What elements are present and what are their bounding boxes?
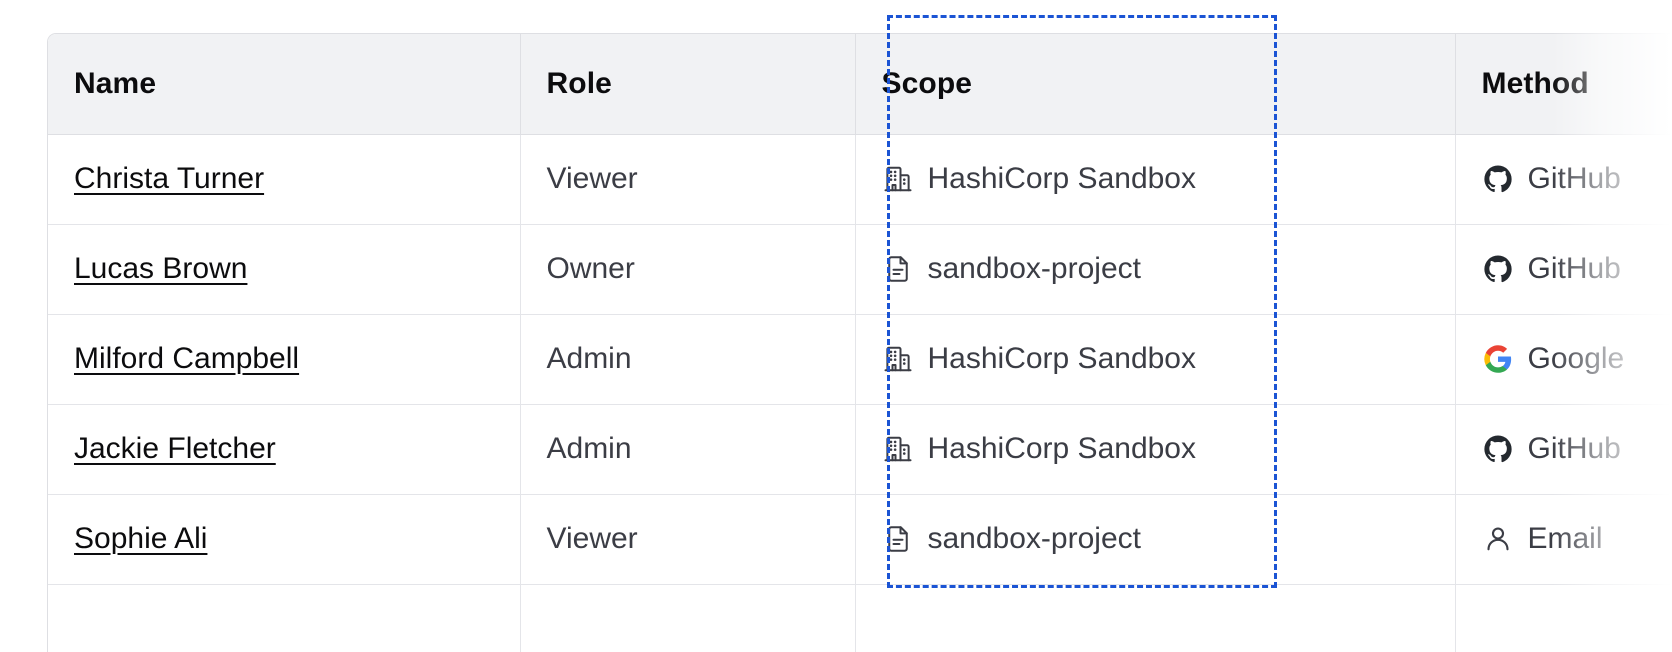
scope-label: HashiCorp Sandbox xyxy=(927,342,1197,375)
method-value-group: GitHub xyxy=(1482,433,1672,465)
column-header-method[interactable]: Method xyxy=(1455,34,1672,135)
column-header-scope[interactable]: Scope xyxy=(855,34,1456,135)
project-document-icon xyxy=(882,523,914,555)
method-label: GitHub xyxy=(1527,162,1621,195)
user-name-link[interactable]: Lucas Brown xyxy=(74,252,248,285)
method-label: GitHub xyxy=(1527,252,1621,285)
scope-value-group: HashiCorp Sandbox xyxy=(882,433,1455,465)
cell-scope: sandbox-project xyxy=(855,224,1456,315)
cell-method: GitHub xyxy=(1455,134,1672,225)
github-icon xyxy=(1482,433,1514,465)
scope-label: sandbox-project xyxy=(927,522,1141,555)
method-label: GitHub xyxy=(1527,432,1621,465)
cell-scope xyxy=(855,584,1456,652)
cell-name: Christa Turner xyxy=(48,134,521,225)
organization-building-icon xyxy=(882,163,914,195)
cell-name: Milford Campbell xyxy=(48,314,521,405)
table-row[interactable]: Milford Campbell Admin HashiCorp Sandbox Go… xyxy=(48,314,1672,405)
scope-value-group: sandbox-project xyxy=(882,253,1455,285)
cell-role: Owner xyxy=(520,224,856,315)
user-name-link[interactable]: Christa Turner xyxy=(74,162,265,195)
cell-role: Viewer xyxy=(520,134,856,225)
cell-method: Google xyxy=(1455,314,1672,405)
cell-name: Jackie Fletcher xyxy=(48,404,521,495)
table-header-row: Name Role Scope Method xyxy=(48,34,1672,135)
scope-label: sandbox-project xyxy=(927,252,1141,285)
scope-value-group: HashiCorp Sandbox xyxy=(882,343,1455,375)
method-value-group: GitHub xyxy=(1482,163,1672,195)
cell-name xyxy=(48,584,521,652)
cell-role: Admin xyxy=(520,404,856,495)
user-name-link[interactable]: Milford Campbell xyxy=(74,342,300,375)
cell-name: Sophie Ali xyxy=(48,494,521,585)
table-row[interactable]: Sophie Ali Viewer sandbox-project Email xyxy=(48,494,1672,585)
cell-name: Lucas Brown xyxy=(48,224,521,315)
cell-method: Email xyxy=(1455,494,1672,585)
table-header: Name Role Scope Method xyxy=(48,34,1672,135)
organization-building-icon xyxy=(882,343,914,375)
role-value: Viewer xyxy=(546,522,638,555)
cell-scope: sandbox-project xyxy=(855,494,1456,585)
role-value: Owner xyxy=(546,252,635,285)
google-icon xyxy=(1482,343,1514,375)
role-value: Viewer xyxy=(546,162,638,195)
role-value: Admin xyxy=(546,342,632,375)
method-label: Google xyxy=(1527,342,1625,375)
cell-method xyxy=(1455,584,1672,652)
cell-role: Admin xyxy=(520,314,856,405)
table-row[interactable]: Lucas Brown Owner sandbox-project GitHub xyxy=(48,224,1672,315)
cell-scope: HashiCorp Sandbox xyxy=(855,134,1456,225)
role-value: Admin xyxy=(546,432,632,465)
scope-value-group: HashiCorp Sandbox xyxy=(882,163,1455,195)
user-name-link[interactable]: Jackie Fletcher xyxy=(74,432,276,465)
cell-scope: HashiCorp Sandbox xyxy=(855,314,1456,405)
organization-building-icon xyxy=(882,433,914,465)
project-document-icon xyxy=(882,253,914,285)
table-row[interactable]: Christa Turner Viewer HashiCorp Sandbox Git… xyxy=(48,134,1672,225)
cell-scope: HashiCorp Sandbox xyxy=(855,404,1456,495)
method-value-group: Google xyxy=(1482,343,1672,375)
column-header-role[interactable]: Role xyxy=(520,34,856,135)
cell-role xyxy=(520,584,856,652)
cell-role: Viewer xyxy=(520,494,856,585)
cell-method: GitHub xyxy=(1455,224,1672,315)
scope-label: HashiCorp Sandbox xyxy=(927,162,1197,195)
user-person-icon xyxy=(1482,523,1514,555)
scope-label: HashiCorp Sandbox xyxy=(927,432,1197,465)
method-label: Email xyxy=(1527,522,1603,555)
user-name-link[interactable]: Sophie Ali xyxy=(74,522,208,555)
column-header-name[interactable]: Name xyxy=(48,34,521,135)
scope-value-group: sandbox-project xyxy=(882,523,1455,555)
table-row[interactable] xyxy=(48,584,1672,652)
github-icon xyxy=(1482,253,1514,285)
cell-method: GitHub xyxy=(1455,404,1672,495)
method-value-group: GitHub xyxy=(1482,253,1672,285)
table-row[interactable]: Jackie Fletcher Admin HashiCorp Sandbox Git… xyxy=(48,404,1672,495)
github-icon xyxy=(1482,163,1514,195)
method-value-group: Email xyxy=(1482,523,1672,555)
